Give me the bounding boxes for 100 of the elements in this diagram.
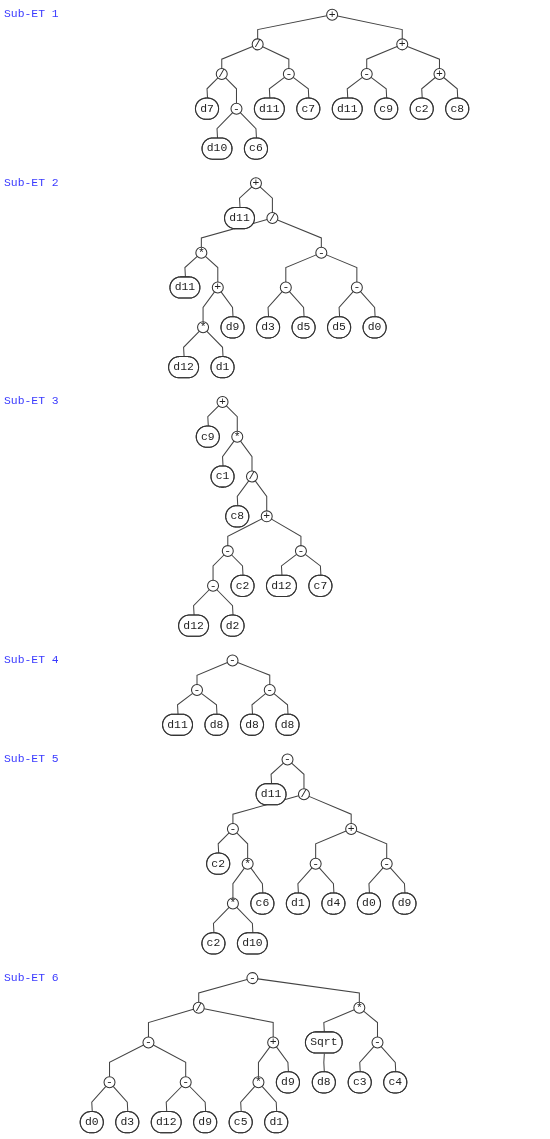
- node-circle: +: [250, 177, 263, 190]
- connector: [257, 15, 328, 40]
- node-circle: -: [310, 857, 323, 870]
- connector: [271, 762, 285, 785]
- connector: [177, 692, 194, 716]
- connector: [189, 1085, 207, 1113]
- connector: [196, 662, 229, 686]
- node-circle: -: [264, 684, 277, 697]
- connector: [337, 15, 404, 40]
- connector: [183, 330, 201, 358]
- connector: [113, 1085, 129, 1113]
- connector: [347, 76, 364, 100]
- connector: [207, 405, 220, 428]
- tree-heading: Sub-ET 4: [4, 653, 59, 667]
- connector: [216, 589, 235, 617]
- connector: [221, 291, 235, 318]
- node-circle: +: [267, 1036, 280, 1049]
- connector: [276, 1046, 290, 1073]
- node-circle: -: [142, 1036, 155, 1049]
- node-circle: *: [197, 321, 210, 334]
- connector: [213, 554, 225, 581]
- connector: [250, 867, 264, 894]
- connector: [240, 1085, 256, 1113]
- node-circle: /: [298, 788, 311, 801]
- node-circle: -: [191, 684, 204, 697]
- node-circle: -: [207, 579, 220, 592]
- connector: [237, 480, 250, 507]
- node-circle: -: [351, 281, 364, 294]
- node-circle: *: [195, 246, 208, 259]
- node-circle: +: [212, 281, 225, 294]
- connector: [356, 830, 388, 859]
- node-circle: *: [231, 430, 244, 443]
- connector: [277, 219, 323, 248]
- connector: [237, 661, 271, 686]
- connector: [203, 291, 216, 323]
- connector: [206, 330, 225, 358]
- connector: [326, 254, 358, 283]
- connector: [319, 867, 335, 894]
- node-circle: -: [295, 545, 308, 558]
- connector: [271, 518, 302, 547]
- connector: [262, 46, 290, 69]
- node-circle: /: [246, 470, 259, 483]
- connector: [206, 77, 219, 100]
- connector: [262, 1085, 278, 1113]
- connector: [227, 518, 263, 547]
- tree-heading: Sub-ET 1: [4, 8, 59, 22]
- connector: [309, 795, 353, 824]
- connector: [201, 692, 218, 716]
- connector: [281, 553, 298, 577]
- connector: [225, 77, 238, 104]
- connector: [293, 76, 310, 100]
- connector: [360, 291, 377, 318]
- connector: [236, 906, 254, 934]
- connector: [366, 45, 399, 69]
- connector: [221, 45, 254, 69]
- node-circle: /: [193, 1001, 206, 1014]
- node-circle: -: [315, 246, 328, 259]
- connector: [291, 762, 305, 790]
- connector: [222, 440, 235, 467]
- node-circle: +: [345, 822, 358, 835]
- connector: [381, 1046, 397, 1073]
- connector: [323, 1009, 356, 1033]
- node-circle: /: [252, 38, 265, 51]
- connector: [368, 867, 385, 894]
- connector: [166, 1085, 183, 1113]
- connector: [205, 255, 219, 283]
- node-circle: -: [227, 822, 240, 835]
- tree-heading: Sub-ET 2: [4, 176, 59, 190]
- connector: [232, 867, 246, 899]
- node-circle: *: [252, 1076, 265, 1089]
- connector: [269, 76, 286, 100]
- node-circle: *: [353, 1001, 366, 1014]
- connector: [240, 440, 253, 472]
- node-circle: *: [227, 897, 240, 910]
- connector: [421, 77, 437, 100]
- connector: [153, 1044, 187, 1078]
- connector: [359, 1046, 375, 1073]
- connector: [231, 554, 245, 577]
- node-circle: +: [217, 395, 230, 408]
- node-circle: -: [283, 67, 296, 80]
- node-circle: -: [180, 1076, 193, 1089]
- connector: [273, 693, 290, 716]
- connector: [193, 589, 211, 617]
- node-circle: *: [242, 857, 255, 870]
- node-circle: +: [326, 8, 339, 21]
- node-circle: -: [381, 857, 394, 870]
- node-circle: -: [104, 1076, 116, 1089]
- node-circle: -: [371, 1036, 384, 1049]
- tree-heading: Sub-ET 6: [4, 971, 59, 985]
- connector: [260, 186, 274, 214]
- connector: [184, 255, 199, 278]
- connector: [204, 1008, 275, 1038]
- connector: [239, 186, 253, 209]
- node-circle: +: [396, 38, 409, 51]
- connector: [407, 45, 441, 69]
- connector: [443, 77, 459, 100]
- connector: [240, 112, 258, 139]
- connector: [91, 1085, 107, 1113]
- node-circle: +: [261, 510, 274, 523]
- connector: [363, 1010, 379, 1038]
